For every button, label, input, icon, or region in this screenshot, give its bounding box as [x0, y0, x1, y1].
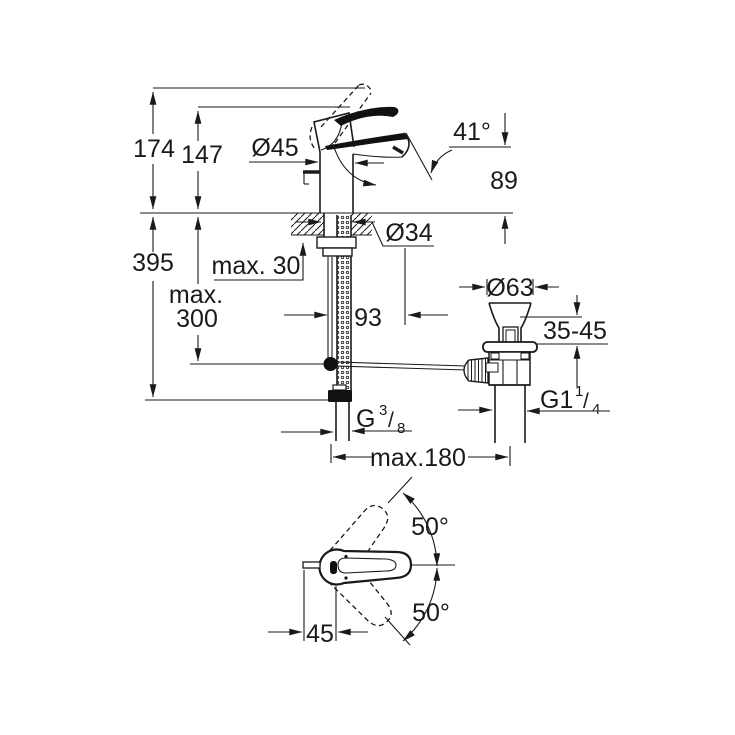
dim-base-diameter-label: Ø45: [251, 134, 298, 162]
countertop-section: [291, 213, 372, 236]
dim-waste-flange-diameter-label: Ø63: [486, 274, 533, 302]
handle-top-view: 50° 50° 45: [268, 476, 455, 648]
dim-swing-up-label: 50°: [411, 513, 449, 541]
pop-up-waste-valve: [463, 302, 538, 443]
dim-hole-diameter-label: Ø34: [385, 219, 432, 247]
dim-swing-down-label: 50°: [412, 599, 450, 627]
dim-basin-thickness-label: 35-45: [543, 317, 607, 345]
cartridge-housing: [313, 112, 355, 153]
dim-spout-angle-label: 41°: [453, 118, 491, 146]
svg-text:G: G: [356, 405, 375, 433]
svg-text:/: /: [388, 409, 394, 432]
dim-lever-height-label: 147: [181, 141, 223, 169]
svg-text:4: 4: [592, 401, 600, 418]
dim-waste-offset-label: max.180: [370, 444, 466, 472]
flex-hose: [337, 215, 350, 392]
dim-rod-depth-label-line2: 300: [176, 305, 218, 333]
dim-deck-thickness-label: max. 30: [212, 252, 301, 280]
svg-text:/: /: [583, 390, 589, 413]
dim-total-height-label: 174: [133, 135, 175, 163]
dim-rod-depth-label-line1: max.: [169, 281, 223, 309]
waste-flange: [482, 341, 538, 353]
spout: [325, 133, 409, 150]
pop-up-rod-end: [302, 561, 321, 569]
horizontal-pop-up-rod: [336, 361, 467, 367]
supply-thread-label: G 3 / 8: [356, 402, 405, 437]
mounting-nut: [316, 236, 357, 249]
svg-text:G1: G1: [540, 386, 573, 414]
rod-ball-joint: [323, 357, 338, 371]
reference-lines: [140, 87, 608, 466]
dimension-lines: [149, 91, 610, 461]
svg-text:3: 3: [379, 402, 387, 419]
lever-raised-position: [309, 83, 372, 150]
dim-spout-height-label: 89: [490, 167, 518, 195]
svg-text:1: 1: [575, 383, 583, 400]
supply-hose-nut: [328, 390, 352, 402]
dim-spout-reach-label: 93: [354, 304, 382, 332]
svg-text:8: 8: [397, 420, 405, 437]
aerator-face: [392, 145, 404, 155]
dim-lever-offset-label: 45: [306, 620, 334, 648]
faucet-front-view: 174 147 Ø45 41° 89 395 Ø34 max. 30 max. …: [132, 83, 610, 472]
lever-handle: [334, 106, 399, 126]
waste-thread-label: G1 1 / 4: [540, 383, 600, 418]
dim-total-depth-label: 395: [132, 249, 174, 277]
faucet-body: [303, 83, 511, 213]
under-counter-assembly: [316, 213, 467, 441]
